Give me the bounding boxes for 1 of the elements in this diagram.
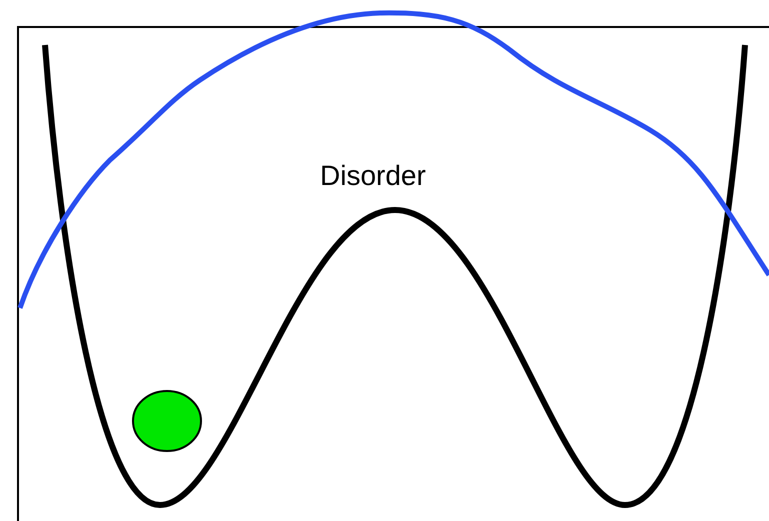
curve-label: Disorder: [320, 162, 426, 190]
